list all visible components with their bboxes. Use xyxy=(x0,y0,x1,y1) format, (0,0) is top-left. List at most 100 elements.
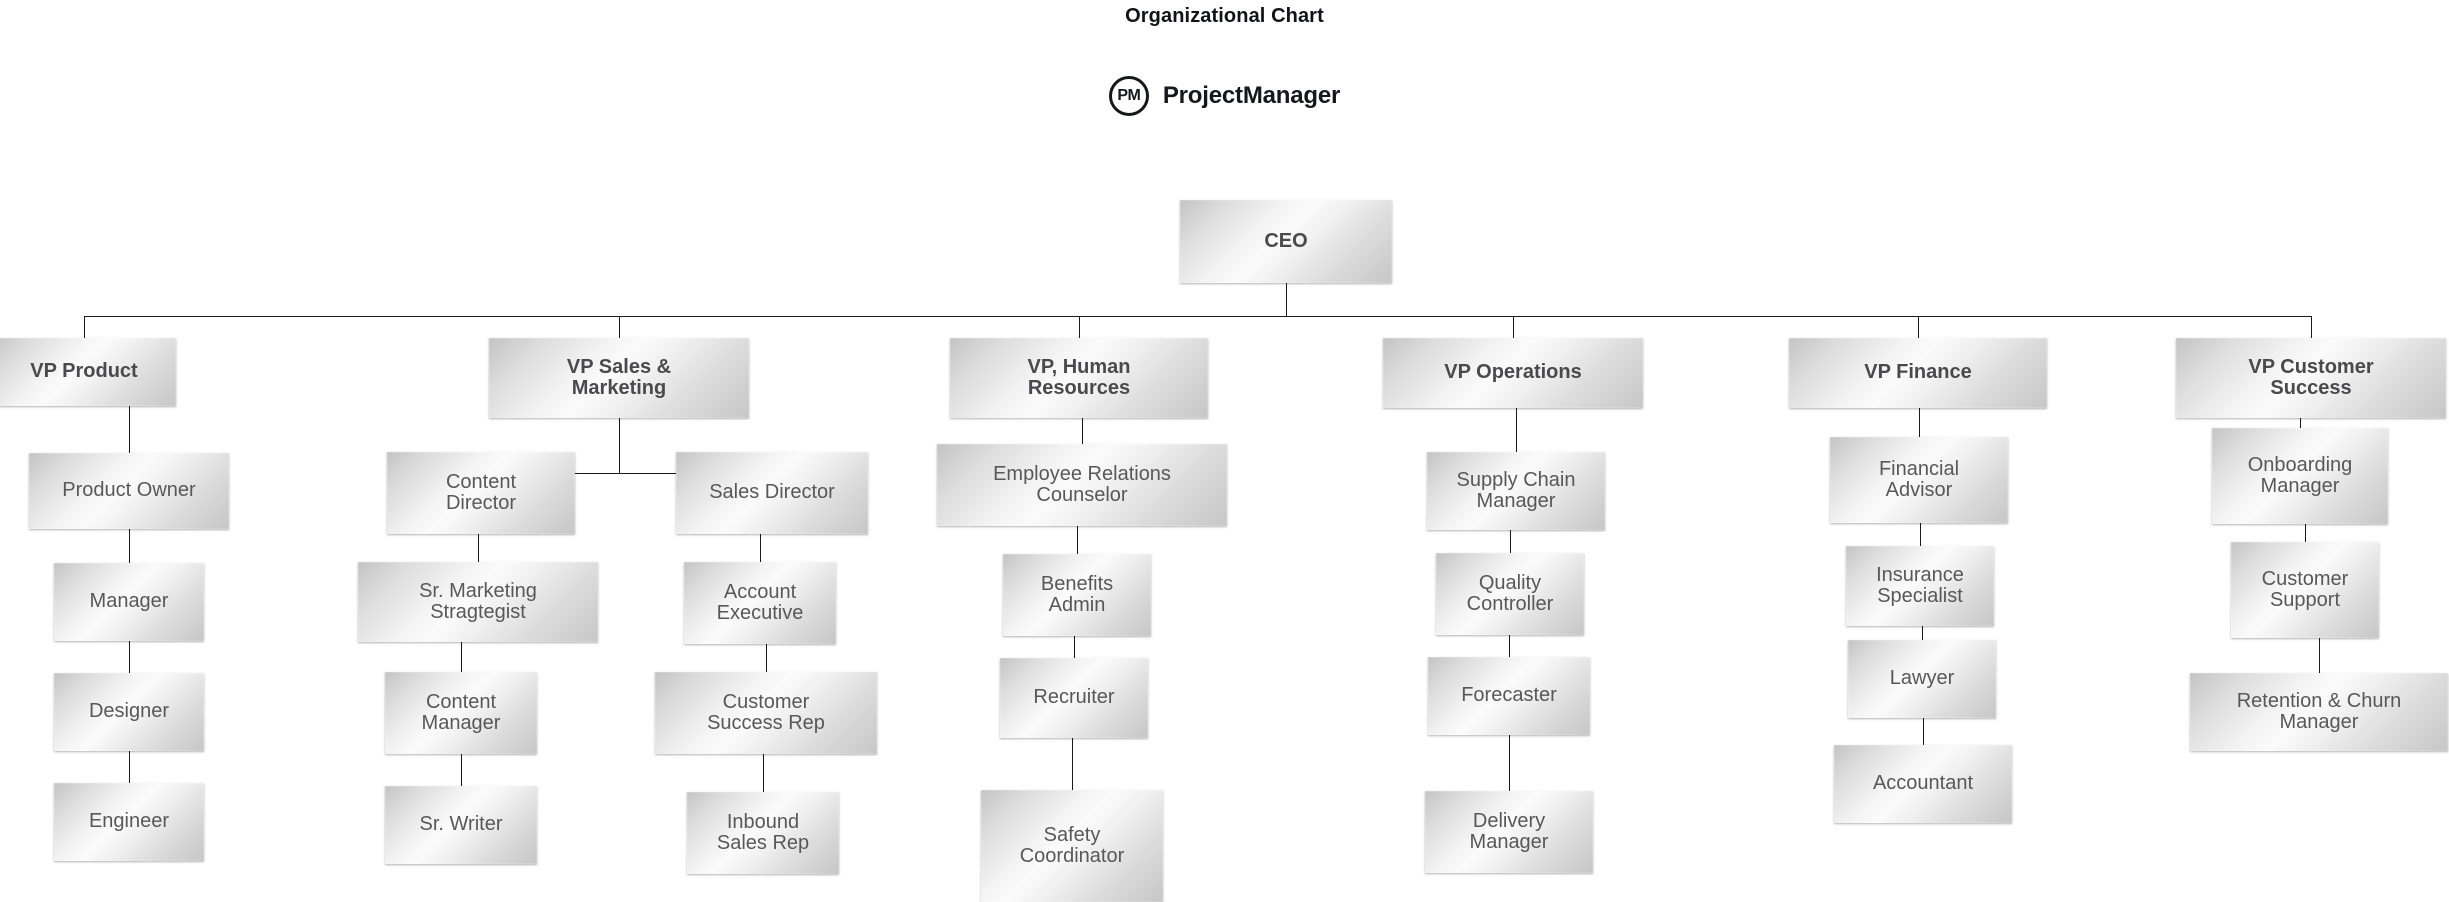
org-node-supply_chain_manager[interactable]: Supply Chain Manager xyxy=(1427,452,1605,530)
org-node-product_owner[interactable]: Product Owner xyxy=(29,453,229,529)
connector-insurance_specialist-to-lawyer xyxy=(1922,624,1923,642)
org-node-content_director[interactable]: Content Director xyxy=(387,452,575,534)
org-node-label: Safety Coordinator xyxy=(1019,823,1125,867)
org-node-content_manager[interactable]: Content Manager xyxy=(385,672,537,754)
pm-circle-logo-icon: PM xyxy=(1108,76,1149,116)
org-node-quality_controller[interactable]: Quality Controller xyxy=(1436,553,1584,635)
connector-content_manager-to-sr_writer xyxy=(461,752,462,788)
org-node-label: Quality Controller xyxy=(1466,571,1554,615)
org-node-customer_support[interactable]: Customer Support xyxy=(2231,542,2379,638)
org-node-label: Customer Support xyxy=(2261,567,2349,611)
connector-vp-sales-drop xyxy=(619,418,620,473)
connector-forecaster-to-delivery_manager xyxy=(1509,733,1510,793)
connector-vp_customer_success-to-onboarding_manager xyxy=(2300,416,2301,430)
connector-benefits_admin-to-recruiter xyxy=(1074,634,1075,660)
connector-customer_success_rep-to-inbound_sales_rep xyxy=(763,752,764,794)
org-node-label: Recruiter xyxy=(1033,686,1115,709)
org-node-vp_sales[interactable]: VP Sales & Marketing xyxy=(489,338,749,418)
org-node-label: Customer Success Rep xyxy=(707,690,825,734)
org-node-label: Sales Director xyxy=(709,481,835,504)
org-node-sales_director[interactable]: Sales Director xyxy=(676,452,868,534)
org-node-vp_customer_success[interactable]: VP Customer Success xyxy=(2176,338,2446,418)
org-node-label: VP Finance xyxy=(1864,361,1972,384)
org-node-label: VP Product xyxy=(30,360,138,383)
org-node-forecaster[interactable]: Forecaster xyxy=(1428,657,1590,735)
org-node-label: Onboarding Manager xyxy=(2247,453,2353,497)
org-node-label: Supply Chain Manager xyxy=(1456,468,1576,512)
connector-vp_hr-to-employee_relations xyxy=(1082,416,1083,446)
connector-content_director-to-sr_marketing_stragtegist xyxy=(478,532,479,564)
org-node-label: VP Sales & Marketing xyxy=(566,355,672,399)
org-node-inbound_sales_rep[interactable]: Inbound Sales Rep xyxy=(687,792,839,874)
org-node-label: Insurance Specialist xyxy=(1876,563,1964,607)
connector-lawyer-to-accountant xyxy=(1923,716,1924,747)
connector-designer-to-engineer xyxy=(129,749,130,785)
connector-manager-to-designer xyxy=(129,639,130,675)
brand-logo: PM ProjectManager xyxy=(0,76,2449,116)
org-node-accountant[interactable]: Accountant xyxy=(1834,745,2012,823)
connector-account_executive-to-customer_success_rep xyxy=(766,642,767,674)
connector-vp_ops-to-supply_chain_manager xyxy=(1516,406,1517,454)
org-node-label: CEO xyxy=(1264,229,1308,252)
org-node-label: Benefits Admin xyxy=(1040,572,1114,616)
org-node-label: Sr. Marketing Stragtegist xyxy=(419,579,537,623)
org-node-manager[interactable]: Manager xyxy=(54,563,204,641)
org-node-designer[interactable]: Designer xyxy=(54,673,204,751)
org-node-label: Employee Relations Counselor xyxy=(993,462,1171,506)
org-node-label: Account Executive xyxy=(716,580,804,624)
org-node-lawyer[interactable]: Lawyer xyxy=(1848,640,1996,718)
org-node-vp_finance[interactable]: VP Finance xyxy=(1789,338,2047,408)
org-node-delivery_manager[interactable]: Delivery Manager xyxy=(1425,791,1593,873)
org-node-label: VP Operations xyxy=(1444,361,1582,384)
org-node-vp_product[interactable]: VP Product xyxy=(0,338,176,406)
connector-bus-to-vp_customer_success xyxy=(2311,316,2312,338)
connector-sales-branch-bus xyxy=(575,473,676,474)
org-node-label: VP Customer Success xyxy=(2248,355,2374,399)
org-node-label: Content Manager xyxy=(421,690,501,734)
org-node-recruiter[interactable]: Recruiter xyxy=(1000,658,1148,738)
connector-quality_controller-to-forecaster xyxy=(1509,633,1510,659)
org-node-label: Retention & Churn Manager xyxy=(2236,689,2402,733)
connector-bus-to-vp_ops xyxy=(1513,316,1514,338)
connector-bus-to-vp_finance xyxy=(1918,316,1919,338)
org-node-ceo[interactable]: CEO xyxy=(1180,200,1392,283)
org-node-benefits_admin[interactable]: Benefits Admin xyxy=(1003,554,1151,636)
org-node-label: Forecaster xyxy=(1461,684,1557,707)
org-node-label: Engineer xyxy=(88,810,170,833)
org-node-label: Inbound Sales Rep xyxy=(716,810,810,854)
org-node-label: Sr. Writer xyxy=(419,813,503,836)
org-node-label: Manager xyxy=(89,590,169,613)
org-node-onboarding_manager[interactable]: Onboarding Manager xyxy=(2212,428,2388,524)
org-node-vp_hr[interactable]: VP, Human Resources xyxy=(950,338,1208,418)
org-node-sr_marketing_stragtegist[interactable]: Sr. Marketing Stragtegist xyxy=(358,562,598,642)
connector-vp_finance-to-financial_advisor xyxy=(1919,406,1920,439)
connector-bus-to-vp_product xyxy=(84,316,85,338)
org-node-label: Lawyer xyxy=(1889,667,1955,690)
org-node-retention_churn_manager[interactable]: Retention & Churn Manager xyxy=(2190,673,2448,751)
connector-employee_relations-to-benefits_admin xyxy=(1077,524,1078,556)
org-node-insurance_specialist[interactable]: Insurance Specialist xyxy=(1846,546,1994,626)
org-node-financial_advisor[interactable]: Financial Advisor xyxy=(1830,437,2008,523)
connector-sales_director-to-account_executive xyxy=(760,532,761,564)
org-node-customer_success_rep[interactable]: Customer Success Rep xyxy=(655,672,877,754)
connector-sr_marketing_stragtegist-to-content_manager xyxy=(461,640,462,674)
connector-onboarding_manager-to-customer_support xyxy=(2305,522,2306,544)
org-node-vp_ops[interactable]: VP Operations xyxy=(1383,338,1643,408)
connector-vp_product-to-product_owner xyxy=(129,404,130,455)
page-title: Organizational Chart xyxy=(1125,5,1324,27)
org-node-label: VP, Human Resources xyxy=(1027,355,1131,399)
org-node-safety_coordinator[interactable]: Safety Coordinator xyxy=(981,790,1163,902)
connector-ceo-drop xyxy=(1286,283,1287,316)
connector-supply_chain_manager-to-quality_controller xyxy=(1510,528,1511,555)
org-node-label: Financial Advisor xyxy=(1878,457,1960,501)
org-node-sr_writer[interactable]: Sr. Writer xyxy=(385,786,537,864)
connector-recruiter-to-safety_coordinator xyxy=(1072,736,1073,792)
org-node-account_executive[interactable]: Account Executive xyxy=(684,562,836,644)
brand-name: ProjectManager xyxy=(1162,82,1341,109)
org-node-label: Delivery Manager xyxy=(1469,809,1549,853)
org-node-label: Content Director xyxy=(445,470,517,514)
org-node-engineer[interactable]: Engineer xyxy=(54,783,204,861)
connector-product_owner-to-manager xyxy=(129,527,130,565)
org-node-employee_relations[interactable]: Employee Relations Counselor xyxy=(937,444,1227,526)
